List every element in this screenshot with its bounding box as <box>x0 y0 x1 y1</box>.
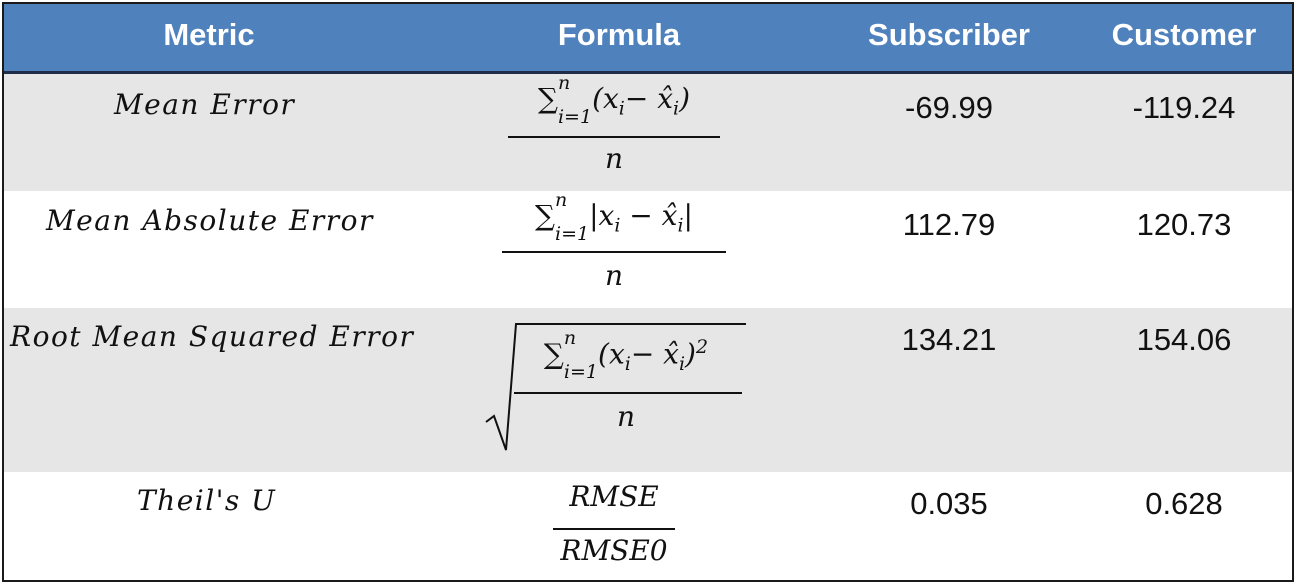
header-formula: Formula <box>557 17 681 52</box>
formula-denominator: n <box>604 259 624 292</box>
fraction-bar <box>553 528 675 530</box>
metric-name: Theil's U <box>137 484 277 517</box>
formula-theils-u: RMSE RMSE0 <box>549 476 679 580</box>
header-customer: Customer <box>1111 17 1257 52</box>
customer-value: -119.24 <box>1132 90 1236 125</box>
subscriber-value: 134.21 <box>901 322 997 357</box>
header-metric: Metric <box>163 17 255 52</box>
formula-denominator: n <box>604 142 624 175</box>
subscriber-value: 112.79 <box>902 207 996 242</box>
metric-name: Mean Error <box>114 88 296 121</box>
sqrt-sign-icon <box>485 323 746 451</box>
metric-name: Mean Absolute Error <box>46 204 374 237</box>
subscriber-value: -69.99 <box>905 90 993 125</box>
customer-value: 0.628 <box>1145 486 1223 521</box>
table-header: Metric Formula Subscriber Customer <box>4 4 1292 74</box>
table-row: Theil's U RMSE RMSE0 0.035 0.628 <box>4 472 1292 580</box>
fraction-bar <box>514 392 742 394</box>
metric-name: Root Mean Squared Error <box>10 320 415 353</box>
fraction-bar <box>502 251 726 253</box>
customer-value: 120.73 <box>1136 207 1232 242</box>
customer-value: 154.06 <box>1136 322 1232 357</box>
fraction-bar <box>508 136 720 138</box>
formula-denominator: n <box>616 400 636 433</box>
header-subscriber: Subscriber <box>868 17 1030 52</box>
subscriber-value: 0.035 <box>910 486 988 521</box>
formula-numerator: RMSE <box>569 480 659 513</box>
formula-denominator: RMSE0 <box>560 534 668 567</box>
